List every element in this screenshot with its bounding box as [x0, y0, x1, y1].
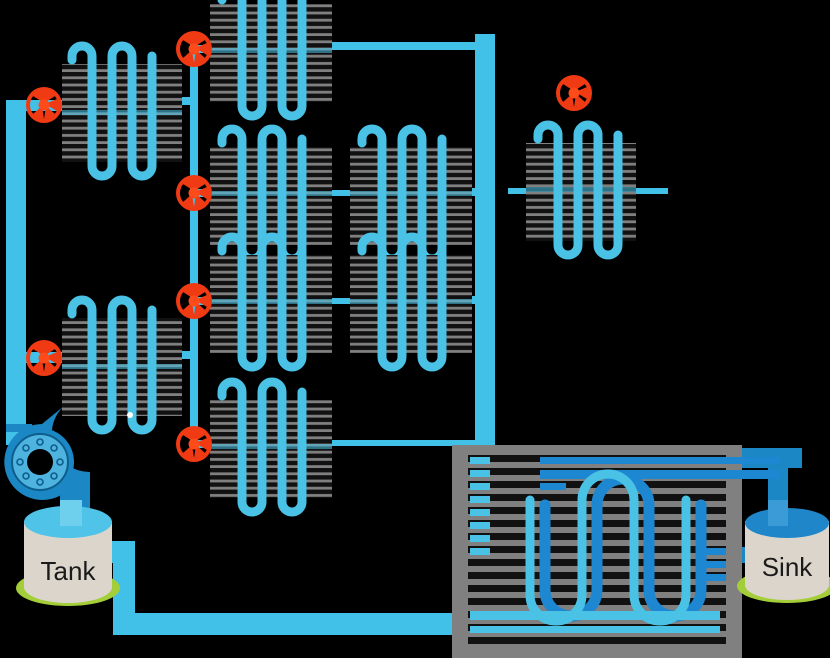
- heat-exchanger-row1[interactable]: [210, 0, 332, 121]
- pipe-branch-header: [190, 44, 198, 449]
- hx-mid-band: [350, 299, 472, 304]
- pipe-row3-link: [330, 298, 354, 304]
- fan-left-top[interactable]: [26, 87, 62, 123]
- tank-label: Tank: [41, 556, 97, 586]
- pipe-bottom-run: [113, 613, 513, 635]
- pipe-lt-out: [176, 97, 198, 105]
- sink-bottom: [745, 570, 829, 600]
- condenser-coil-secondary: [525, 469, 691, 626]
- pipe-lb-out: [176, 351, 198, 359]
- fan-row4[interactable]: [176, 426, 212, 462]
- pipe-left-top-stub: [6, 100, 66, 111]
- heat-exchanger-right-solo[interactable]: [526, 120, 636, 260]
- pump-bolt-circle: [16, 438, 64, 486]
- pipe-row4-return: [330, 440, 488, 446]
- pipe-row3-return: [468, 296, 492, 304]
- hx-mid-band: [210, 191, 332, 196]
- pipe-solo-inlet: [508, 188, 534, 194]
- condenser-outlet-stubs: [706, 548, 726, 581]
- pump-hub: [27, 449, 53, 475]
- sink-fill-pipe: [768, 500, 788, 526]
- pipe-row1-return: [328, 42, 488, 50]
- pipe-row2-link: [330, 190, 354, 196]
- tank-fill-pipe: [60, 500, 82, 526]
- condenser-feed-3: [540, 483, 566, 490]
- pipe-return-header: [475, 34, 495, 459]
- tank-bottom: [24, 571, 112, 603]
- fan-row1[interactable]: [176, 31, 212, 67]
- hx-mid-band: [210, 444, 332, 449]
- condenser-drain-1: [470, 611, 720, 620]
- heat-exchanger-row3-b[interactable]: [350, 232, 472, 372]
- heat-exchanger-row3-a[interactable]: [210, 232, 332, 372]
- inter-exchanger-pipes: [330, 190, 354, 304]
- heat-exchanger-row4[interactable]: [210, 377, 332, 517]
- hx-mid-band: [210, 48, 332, 53]
- heat-exchanger-row2-b[interactable]: [350, 124, 472, 264]
- heat-exchanger-left-bottom[interactable]: [62, 295, 182, 435]
- sink-label: Sink: [762, 552, 814, 582]
- hx-mid-band: [62, 364, 182, 369]
- fan-row2[interactable]: [176, 175, 212, 211]
- pipe-tank-down: [113, 541, 135, 623]
- tank-vessel[interactable]: Tank: [16, 500, 120, 606]
- fan-left-bottom[interactable]: [26, 340, 62, 376]
- pipe-solo-outlet: [630, 188, 668, 194]
- fan-standalone[interactable]: [556, 75, 592, 111]
- pump-suction-flange: [6, 424, 32, 432]
- status-dot: [127, 412, 133, 418]
- fan-row3[interactable]: [176, 283, 212, 319]
- return-pipes: [328, 34, 668, 459]
- pipe-row2-return: [468, 188, 492, 196]
- hx-mid-band: [350, 191, 472, 196]
- hx-mid-band: [210, 299, 332, 304]
- heat-exchanger-left-top[interactable]: [62, 41, 182, 181]
- hx-mid-band: [526, 187, 636, 192]
- hx-mid-band: [62, 110, 182, 115]
- pipe-left-bottom-stub: [6, 352, 66, 363]
- centrifugal-pump[interactable]: [4, 406, 90, 526]
- sink-vessel[interactable]: Sink: [737, 500, 830, 603]
- condenser-drain-2: [470, 626, 720, 633]
- condenser-feed-2: [540, 470, 780, 479]
- condenser-feed-1: [540, 457, 780, 464]
- condenser-inlet-stubs: [470, 457, 490, 555]
- heat-exchanger-condenser[interactable]: [452, 445, 780, 658]
